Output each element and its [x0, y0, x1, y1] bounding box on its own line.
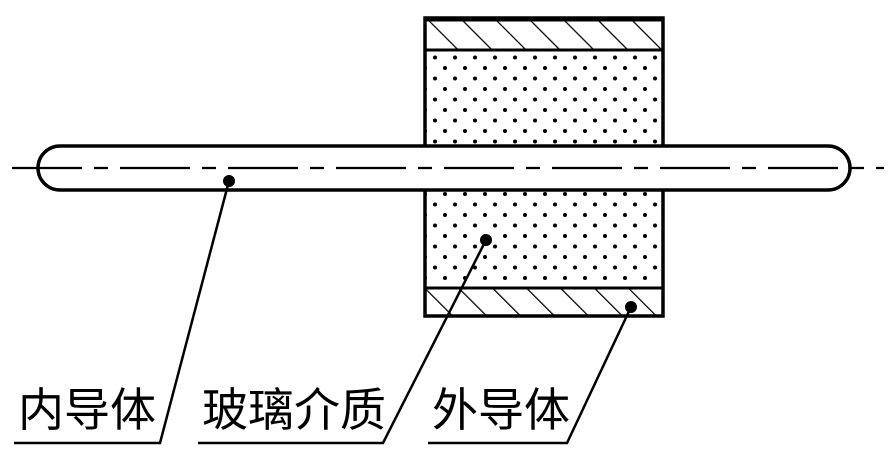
glass-dielectric-leader-line — [198, 239, 488, 445]
outer-conductor-label: 外导体 — [432, 383, 570, 437]
inner-conductor-label: 内导体 — [18, 383, 156, 437]
glass-dielectric-label: 玻璃介质 — [202, 383, 386, 437]
outer-conductor-top — [423, 18, 665, 52]
outer-conductor-leader-line — [428, 306, 633, 445]
inner-conductor-leader-line — [14, 180, 231, 445]
